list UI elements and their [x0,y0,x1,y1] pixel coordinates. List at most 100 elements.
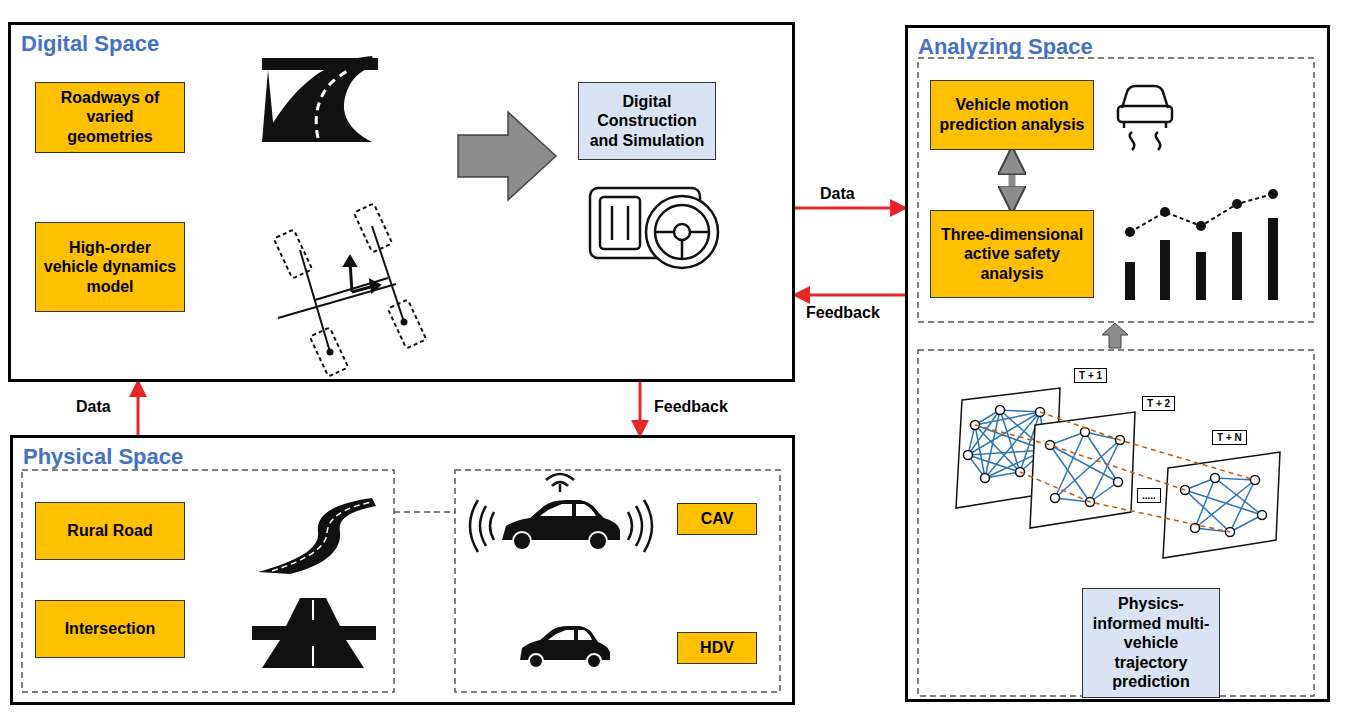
flow-arrow [1102,323,1128,348]
svg-circle [1125,227,1135,237]
graph-edge [1055,432,1085,498]
svg-rect [1232,232,1242,300]
simulator-icon [590,188,718,268]
skid-car-icon [1118,86,1172,150]
module-box: High-order vehicle dynamics model [35,222,185,312]
svg-rect [354,203,393,252]
svg-line [312,646,314,666]
svg-path [258,498,376,574]
svg-path [480,506,486,546]
edge-label: Feedback [804,304,882,322]
svg-line [690,231,709,234]
box-label: Roadways of varied geometries [42,88,178,147]
road-icon [262,56,378,142]
graph-edge [1185,490,1262,515]
graph-edge [968,455,1020,472]
graph-edge [1055,440,1120,498]
graph-edge [985,412,1040,478]
box-label: Three-dimensional active safety analysis [937,225,1087,284]
edge-label: Data [818,185,857,203]
svg-line [1165,122,1168,128]
svg-circle [589,532,607,550]
svg-line [681,240,684,259]
svg-rect [1118,106,1172,122]
edge-label: Feedback [652,398,730,416]
link-arrow [1009,150,1016,210]
svg-line [611,206,614,240]
graph-vertex [1258,511,1267,520]
box-label: CAV [701,509,734,529]
svg-rect [1160,240,1170,300]
svg-line [1123,122,1126,128]
graph-edge [985,472,1020,478]
dashed-link [394,511,455,513]
module-box: Rural Road [35,502,185,560]
svg-circle [1196,221,1206,231]
svg-circle [1232,199,1242,209]
module-box: HDV [677,632,757,664]
graph-edge [968,410,1000,455]
svg-rect [1268,218,1278,300]
svg-g [274,203,427,376]
svg-path [576,504,596,516]
graph-vertex [964,451,973,460]
graph-edge [1000,410,1040,412]
module-box: Three-dimensional active safety analysis [930,210,1094,298]
intersection-icon [252,598,376,668]
frame-plane [1163,452,1280,558]
graph-edge [1090,440,1120,502]
graph-frame [1030,412,1135,528]
graph-vertex [1046,441,1055,450]
module-box: Roadways of varied geometries [35,82,185,153]
svg-path [262,70,275,142]
svg-circle [655,205,709,259]
svg-path [262,58,378,70]
panel-title: Analyzing Space [918,34,1093,60]
box-label: Vehicle motion prediction analysis [937,95,1087,134]
svg-path [1156,132,1161,150]
space-panel: Analyzing SpaceVehicle motion prediction… [905,25,1330,702]
cav-car-icon [470,474,652,552]
graph-vertex [996,406,1005,415]
dashed-group [918,58,1314,322]
svg-line [655,231,674,234]
svg-path [552,482,568,486]
graph-vertex [981,474,990,483]
process-box: Physics-informed multi-vehicle trajector… [1082,588,1220,698]
svg-path [490,512,494,540]
svg-path [559,484,562,492]
vehicle-dynamics-icon [274,203,427,376]
graph-frame [1163,452,1280,558]
svg-path [1130,132,1135,150]
graph-vertex [1114,478,1123,487]
svg-rect [1196,252,1206,300]
rural-road-icon [258,498,376,574]
svg-circle [1160,207,1170,217]
data-flow-arrow [639,382,642,435]
panel-title: Physical Space [23,444,183,470]
hdv-car-icon [520,626,610,668]
graph-edge [1230,515,1262,532]
box-label: Rural Road [67,521,152,541]
svg-circle [674,224,690,240]
svg-circle [513,532,531,550]
svg-path [540,504,572,516]
svg-path [578,630,592,640]
graph-edge [1230,480,1255,532]
box-label: HDV [700,638,734,658]
svg-circle [646,196,718,268]
time-step-label: T + 2 [1142,396,1175,411]
svg-line [627,206,630,240]
module-box: Vehicle motion prediction analysis [930,80,1094,150]
time-step-label: T + N [1212,430,1247,445]
svg-path [370,280,380,292]
svg-circle [529,654,543,668]
svg-rect [274,229,313,278]
flow-arrow [458,112,556,200]
graph-vertex [1211,474,1220,483]
data-flow-arrow [795,294,905,297]
svg-line [312,600,314,620]
svg-circle [587,654,601,668]
svg-path [1122,86,1168,108]
